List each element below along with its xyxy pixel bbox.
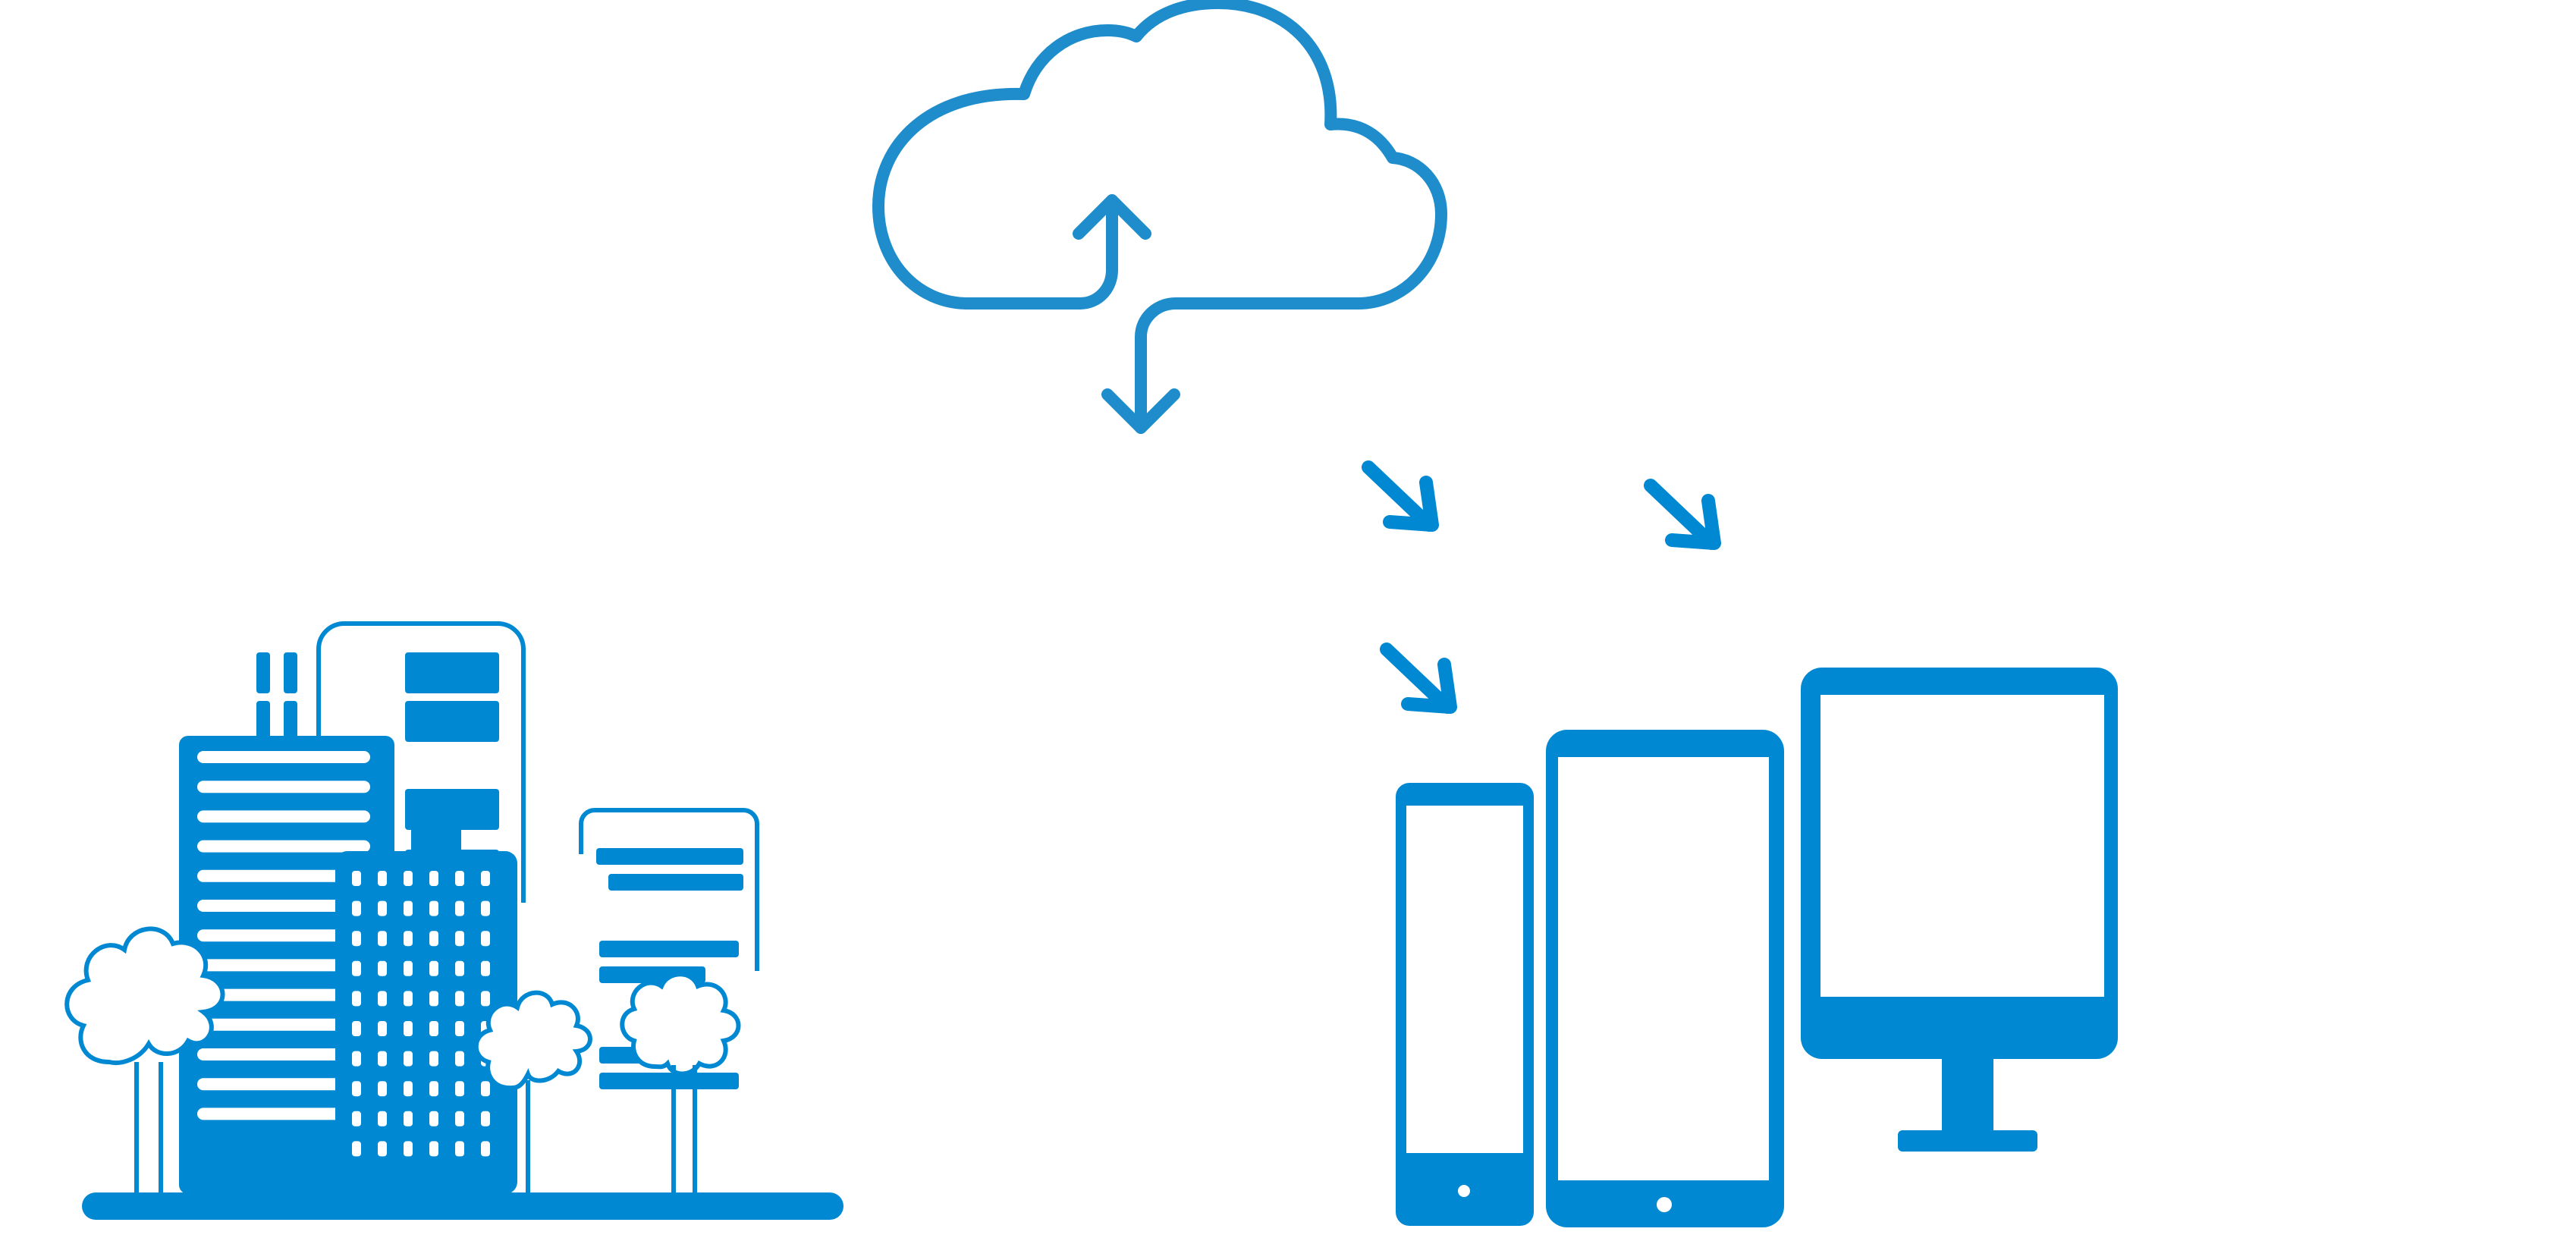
window: [352, 1081, 361, 1097]
window: [429, 871, 438, 886]
cloud-sync-icon: [872, 0, 1447, 434]
window: [378, 931, 387, 947]
window: [455, 1111, 464, 1126]
window: [378, 1051, 387, 1067]
window: [481, 871, 490, 886]
window: [429, 991, 438, 1007]
window: [352, 871, 361, 886]
window: [429, 1051, 438, 1067]
window: [455, 1021, 464, 1036]
window: [429, 1021, 438, 1036]
window: [455, 1081, 464, 1097]
desktop-monitor-icon: [1801, 668, 2118, 1152]
window: [481, 931, 490, 947]
window: [378, 1021, 387, 1036]
window: [404, 960, 413, 976]
window-strip: [197, 869, 370, 882]
window: [404, 1111, 413, 1126]
window: [455, 1141, 464, 1157]
window: [352, 991, 361, 1007]
window-strip: [197, 929, 370, 942]
window: [481, 1081, 490, 1097]
window: [481, 900, 490, 916]
window: [429, 1111, 438, 1126]
tablet-icon: [1546, 730, 1784, 1227]
window: [352, 1051, 361, 1067]
window: [352, 1021, 361, 1036]
window: [455, 871, 464, 886]
arrow-down-right-icon: [1380, 643, 1457, 714]
arrow-down-right-icon: [1644, 479, 1721, 550]
window: [378, 871, 387, 886]
upload-arrow-head-icon: [1073, 194, 1151, 240]
cloud-outline: [872, 0, 1447, 434]
window: [429, 960, 438, 976]
window: [352, 1141, 361, 1157]
window: [404, 1141, 413, 1157]
window: [429, 931, 438, 947]
window-strip: [197, 959, 370, 972]
window-strip: [197, 751, 370, 763]
window: [378, 991, 387, 1007]
tree-icon: [64, 926, 741, 1194]
window-strip: [197, 1018, 370, 1031]
window: [352, 960, 361, 976]
city-buildings-icon: [64, 621, 843, 1220]
window: [352, 1111, 361, 1126]
window: [352, 900, 361, 916]
window: [429, 1081, 438, 1097]
download-arrow-head-icon: [1101, 388, 1180, 434]
window: [429, 900, 438, 916]
window-strip: [197, 988, 370, 1001]
window: [378, 960, 387, 976]
window: [378, 1141, 387, 1157]
upload-arrow-shaft: [1074, 194, 1118, 310]
window: [404, 900, 413, 916]
window: [481, 1111, 490, 1126]
window: [404, 1021, 413, 1036]
window: [404, 1081, 413, 1097]
window: [455, 991, 464, 1007]
window: [404, 871, 413, 886]
window: [378, 1081, 387, 1097]
window: [404, 991, 413, 1007]
window: [455, 931, 464, 947]
window-strip: [197, 810, 370, 823]
window-strip: [197, 1048, 370, 1060]
ground-line: [82, 1192, 843, 1220]
arrow-down-right-icon: [1362, 460, 1439, 532]
window: [378, 1111, 387, 1126]
window: [481, 991, 490, 1007]
window: [481, 1141, 490, 1157]
window: [455, 960, 464, 976]
window-strip: [197, 900, 370, 912]
window: [429, 1141, 438, 1157]
window-strip: [197, 781, 370, 793]
window: [352, 931, 361, 947]
window: [481, 960, 490, 976]
window: [404, 931, 413, 947]
window-strip: [197, 1108, 370, 1120]
window: [404, 1051, 413, 1067]
right-building-outline: [579, 808, 759, 971]
back-building-outline: [316, 621, 526, 903]
window-strip: [197, 1078, 370, 1091]
window: [378, 900, 387, 916]
window: [455, 900, 464, 916]
smartphone-icon: [1396, 783, 1534, 1226]
window: [455, 1051, 464, 1067]
window-strip: [197, 840, 370, 853]
